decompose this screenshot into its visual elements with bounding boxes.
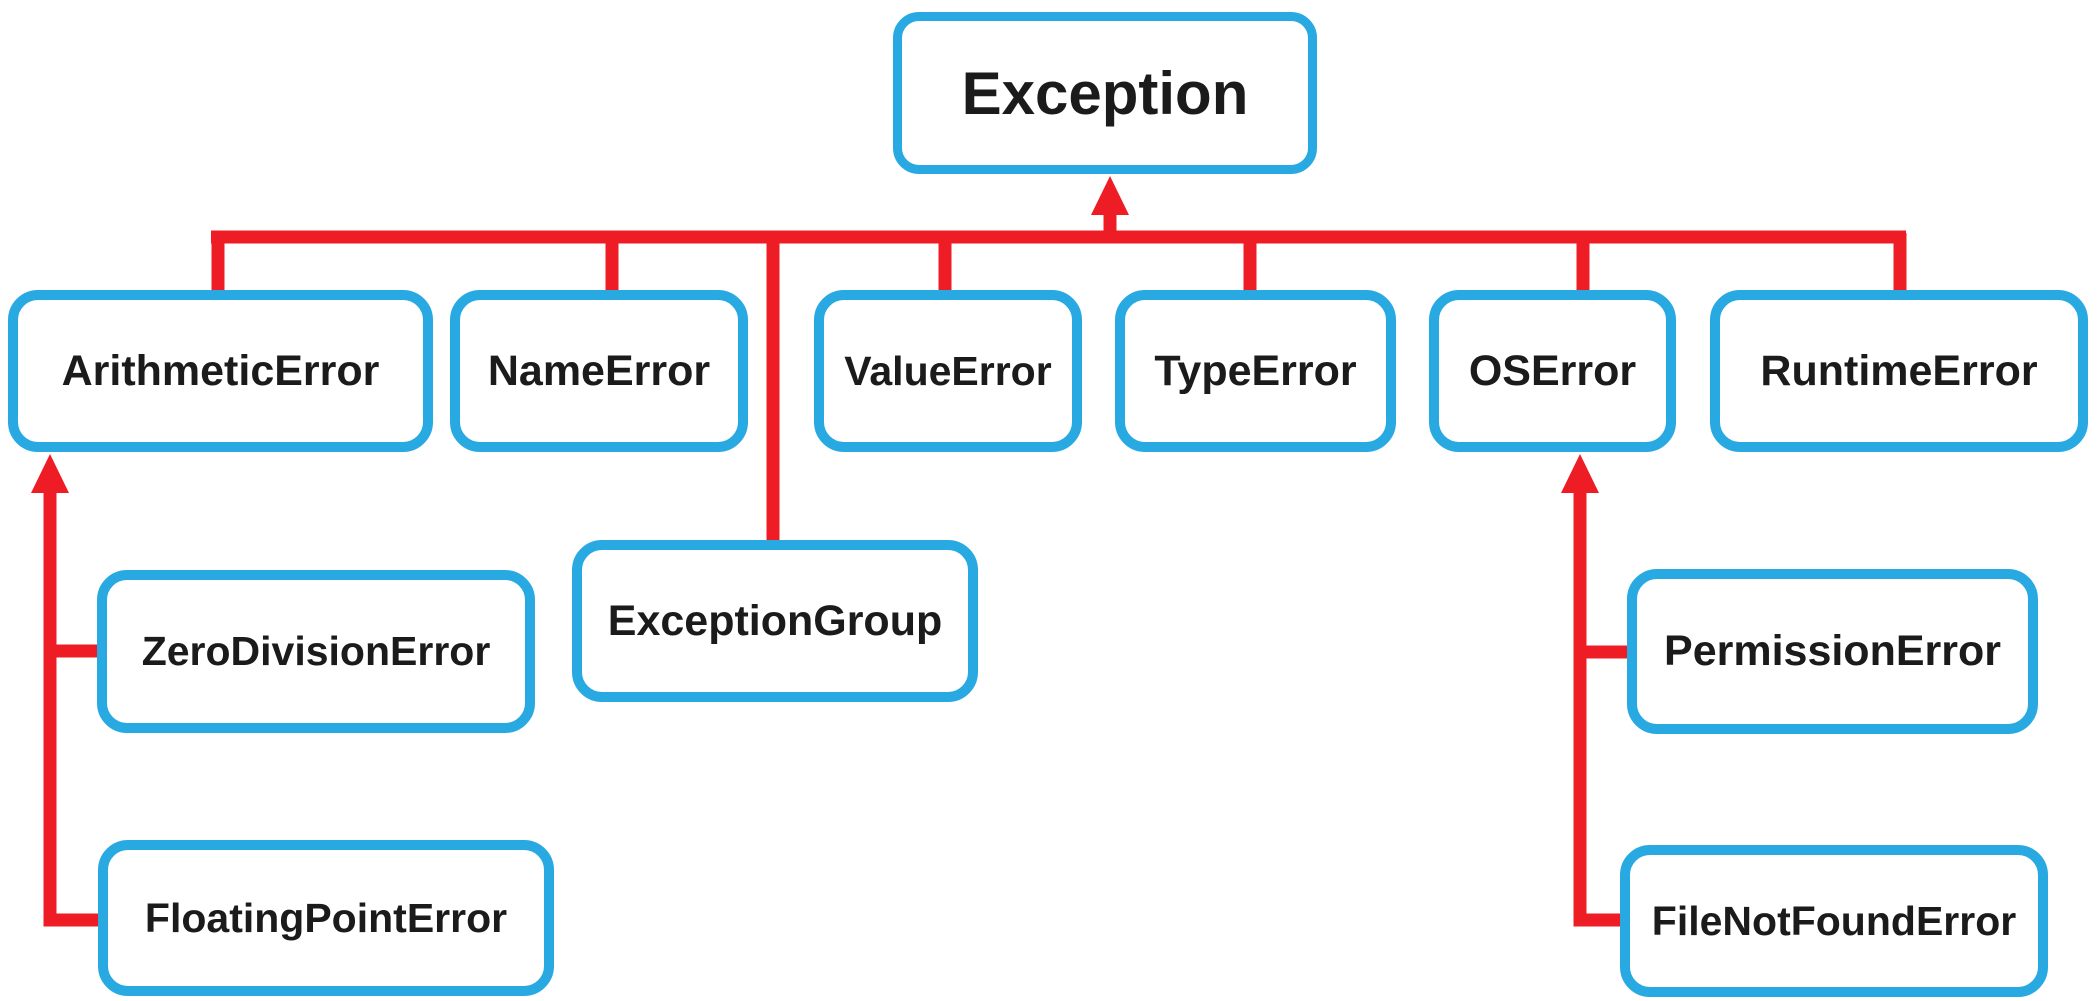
node-zero-division-error-label: ZeroDivisionError [141, 628, 491, 674]
node-runtime-error-label: RuntimeError [1760, 346, 2038, 395]
node-exception: Exception [893, 12, 1317, 174]
os-arrow-head [1561, 454, 1599, 493]
left-bus-line [43, 488, 101, 927]
node-file-not-found-error: FileNotFoundError [1620, 845, 2048, 997]
node-floating-point-error-label: FloatingPointError [144, 894, 508, 941]
node-permission-error: PermissionError [1627, 569, 2038, 734]
right-bus-line [1573, 488, 1624, 927]
node-name-error: NameError [450, 290, 748, 452]
exception-arrow-head [1091, 176, 1129, 215]
node-floating-point-error: FloatingPointError [98, 840, 554, 996]
node-permission-error-label: PermissionError [1664, 627, 2001, 675]
node-exception-label: Exception [961, 59, 1249, 127]
arithmetic-arrow-head [31, 454, 69, 493]
node-runtime-error: RuntimeError [1710, 290, 2088, 452]
node-exception-group-label: ExceptionGroup [607, 596, 943, 645]
node-arithmetic-error: ArithmeticError [8, 290, 433, 452]
node-value-error: ValueError [814, 290, 1082, 452]
node-os-error: OSError [1429, 290, 1676, 452]
node-exception-group: ExceptionGroup [572, 540, 978, 702]
node-value-error-label: ValueError [844, 347, 1052, 394]
node-os-error-label: OSError [1468, 346, 1637, 395]
node-zero-division-error: ZeroDivisionError [97, 570, 535, 733]
node-type-error-label: TypeError [1154, 346, 1357, 395]
node-name-error-label: NameError [487, 346, 711, 395]
node-file-not-found-error-label: FileNotFoundError [1651, 897, 2017, 944]
node-type-error: TypeError [1115, 290, 1396, 452]
node-arithmetic-error-label: ArithmeticError [61, 346, 380, 395]
